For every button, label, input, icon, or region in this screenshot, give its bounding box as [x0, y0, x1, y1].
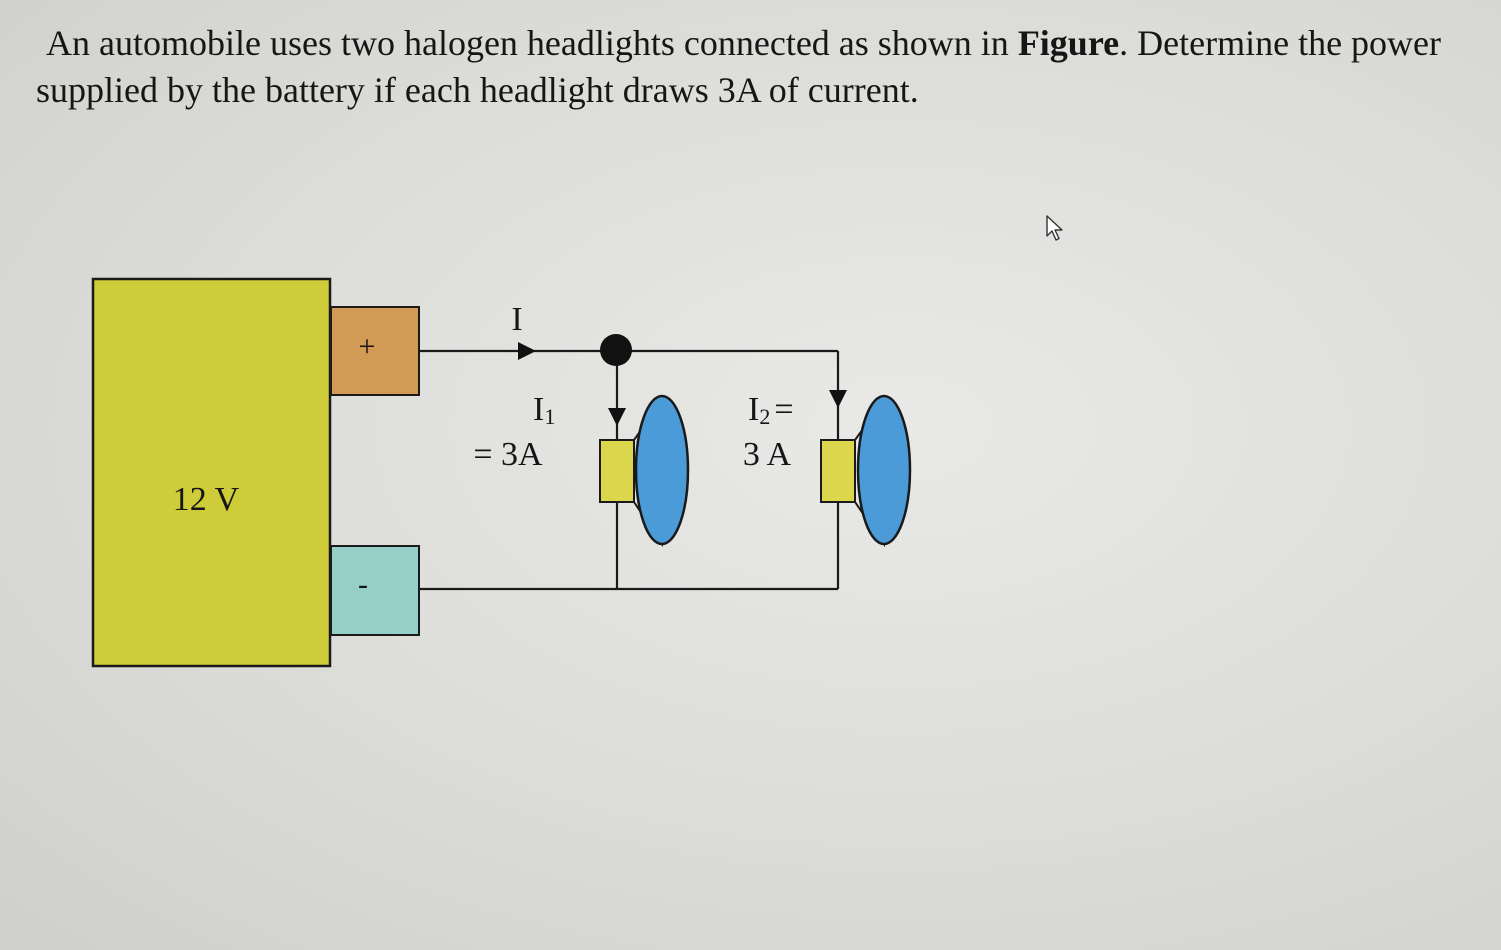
branch1-current-arrow-icon — [608, 408, 626, 426]
minus-sign: - — [358, 568, 368, 601]
headlight-2-lens — [856, 394, 912, 546]
i2-subscript: 2 — [759, 404, 770, 429]
problem-text-start: An automobile uses two halogen headlight… — [46, 23, 1018, 63]
figure-reference: Figure — [1017, 23, 1120, 63]
headlight-1-body — [599, 439, 635, 503]
i2-value: 3 A — [743, 436, 792, 473]
branch2-current-arrow-icon — [829, 390, 847, 408]
i2-symbol: I — [748, 391, 759, 428]
i1-value: = 3A — [473, 436, 543, 473]
junction-node — [600, 334, 632, 366]
i1-symbol: I — [533, 391, 544, 428]
headlight-1 — [599, 394, 690, 548]
i1-label: I1 — [533, 391, 555, 429]
total-current-label: I — [511, 301, 522, 338]
problem-text-end: . Determine the power supplied by the ba… — [36, 23, 1442, 110]
problem-statement: An automobile uses two halogen headlight… — [36, 20, 1486, 114]
headlight-2-body — [820, 439, 856, 503]
i1-subscript: 1 — [544, 404, 555, 429]
headlight-1-lens — [634, 394, 690, 546]
negative-terminal — [330, 545, 420, 636]
positive-terminal — [330, 306, 420, 396]
total-current-arrow-icon — [518, 342, 536, 360]
headlight-2 — [820, 394, 912, 548]
battery-voltage-label: 12 V — [173, 481, 240, 518]
mouse-pointer-icon — [1046, 215, 1063, 241]
i2-equals: = — [774, 391, 793, 428]
plus-sign: + — [359, 330, 376, 363]
battery — [91, 277, 332, 668]
i2-label: I2= — [748, 391, 794, 429]
